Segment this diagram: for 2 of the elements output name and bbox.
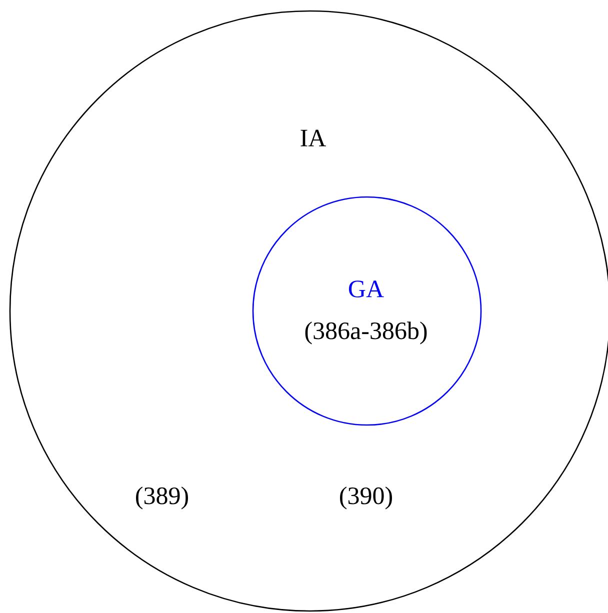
label: (390) bbox=[340, 486, 392, 510]
label: (389) bbox=[136, 486, 188, 510]
